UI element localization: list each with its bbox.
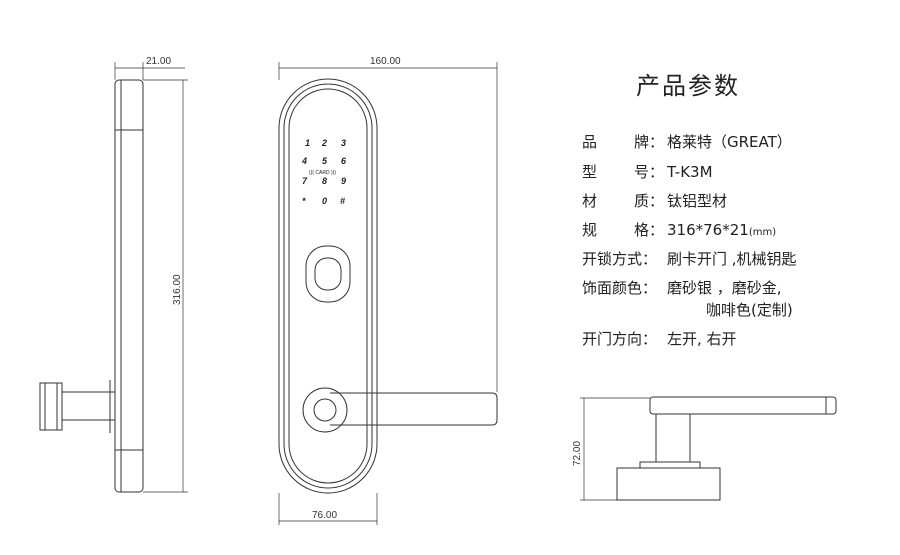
key-3: 3	[341, 138, 346, 148]
spec-row-direction: 开门方向： 左开, 右开	[582, 328, 737, 349]
side-body	[114, 79, 144, 493]
key-hash: #	[340, 196, 345, 206]
specs-title: 产品参数	[636, 72, 740, 100]
lever-bar	[649, 396, 837, 415]
spec-label: 型	[582, 163, 598, 181]
key-star: *	[302, 196, 306, 206]
lever-side-view: 72.00	[572, 396, 837, 501]
front-view: 1 2 3 4 5 6 ((( CARD ))) 7 8 9 * 0 # 160…	[278, 56, 498, 525]
spec-value: 磨砂银 ，磨砂金,	[667, 279, 782, 297]
dim-height: 316.00	[172, 274, 183, 305]
spec-row-finish-cont: 咖啡色(定制)	[706, 299, 793, 320]
spec-label: 品	[582, 133, 598, 151]
side-view: 21.00 316.00	[39, 56, 188, 493]
key-2: 2	[321, 138, 327, 148]
key-9: 9	[341, 176, 346, 186]
key-1: 1	[305, 138, 310, 148]
spec-unit: (mm)	[748, 227, 777, 238]
spec-row-unlock: 开锁方式： 刷卡开门 ,机械钥匙	[582, 248, 797, 269]
spec-label: 饰面颜色：	[582, 279, 658, 297]
spec-label: 开锁方式：	[582, 250, 658, 268]
spec-label: 规	[582, 221, 598, 239]
spec-label: 号：	[634, 163, 665, 181]
front-lever	[330, 392, 498, 426]
spec-value: 咖啡色(定制)	[706, 301, 793, 319]
lever-rose	[616, 467, 721, 501]
spec-row-brand: 品 牌：格莱特（GREAT）	[582, 131, 792, 152]
key-0: 0	[322, 196, 327, 206]
spec-value: 316*76*21	[667, 221, 749, 239]
spec-value: 左开, 右开	[667, 330, 737, 348]
spec-value: 刷卡开门 ,机械钥匙	[667, 250, 797, 268]
dim-thickness: 21.00	[146, 56, 171, 67]
spec-row-size: 规 格：316*76*21(mm)	[582, 219, 776, 240]
spec-label: 格：	[634, 221, 665, 239]
spec-row-material: 材 质：钛铝型材	[582, 190, 727, 211]
spec-label: 材	[582, 192, 598, 210]
spec-label: 牌：	[634, 133, 665, 151]
spec-value: T-K3M	[667, 163, 713, 181]
dim-lever-height: 72.00	[572, 441, 583, 466]
keypad: 1 2 3 4 5 6 ((( CARD ))) 7 8 9 * 0 #	[301, 138, 347, 206]
spec-value: 格莱特（GREAT）	[667, 133, 792, 151]
key-slot-cover	[305, 245, 351, 303]
dim-width: 76.00	[312, 510, 337, 521]
key-7: 7	[302, 176, 308, 186]
key-8: 8	[322, 176, 327, 186]
key-4: 4	[301, 156, 307, 166]
key-5: 5	[322, 156, 328, 166]
side-spindle-knob	[39, 382, 63, 431]
spec-row-model: 型 号：T-K3M	[582, 161, 713, 182]
key-6: 6	[341, 156, 347, 166]
spec-label: 质：	[634, 192, 665, 210]
spec-value: 钛铝型材	[667, 192, 728, 210]
dim-lever-length: 160.00	[370, 56, 401, 67]
side-spindle	[61, 391, 116, 421]
knob-rose	[302, 387, 348, 433]
card-reader-label: ((( CARD )))	[309, 170, 336, 176]
spec-label: 开门方向：	[582, 330, 658, 348]
spec-row-finish: 饰面颜色： 磨砂银 ，磨砂金,	[582, 277, 782, 298]
front-plate	[278, 78, 378, 494]
